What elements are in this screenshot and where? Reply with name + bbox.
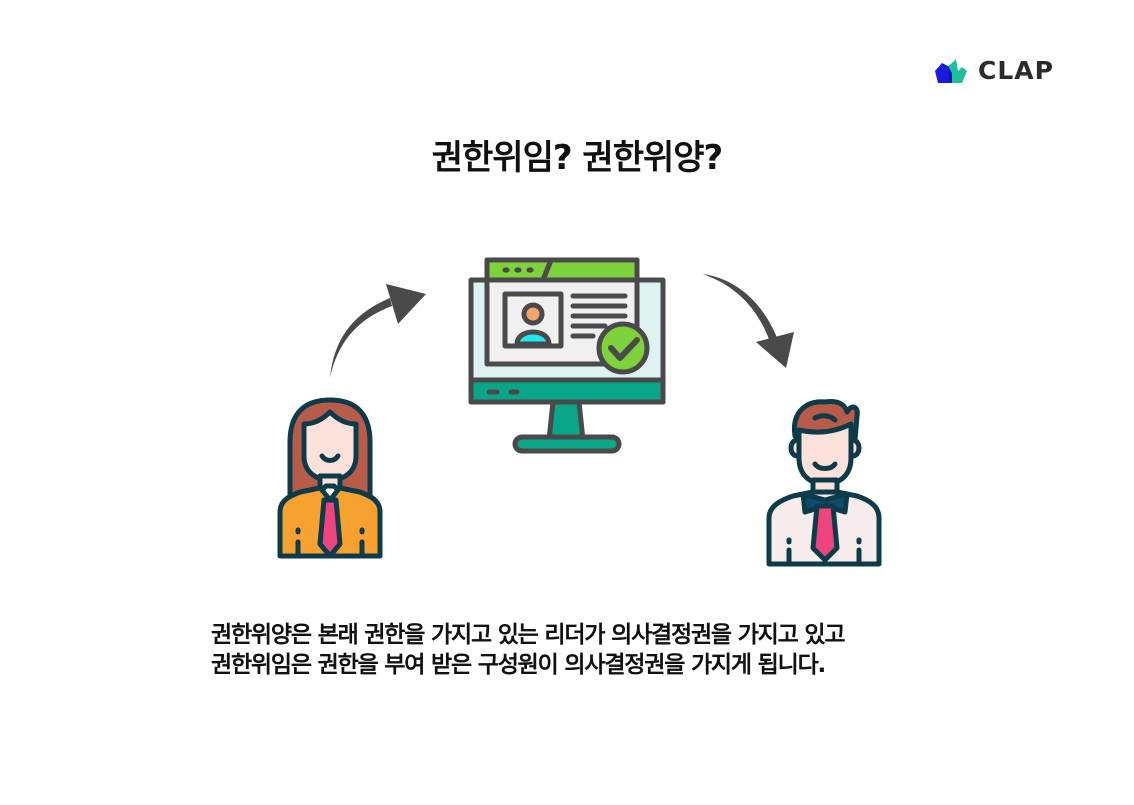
clap-logo-icon	[935, 58, 967, 83]
curved-arrow-down-right-icon	[702, 274, 794, 368]
page-title: 권한위임? 권한위양?	[431, 138, 724, 178]
monitor-approved-profile-icon	[468, 257, 666, 454]
caption-line-1: 권한위양은 본래 권한을 가지고 있는 리더가 의사결정권을 가지고 있고	[211, 622, 846, 648]
brand-name: CLAP	[978, 56, 1054, 85]
curved-arrow-up-right-icon	[330, 284, 426, 378]
description-caption: 권한위양은 본래 권한을 가지고 있는 리더가 의사결정권을 가지고 있고 권한…	[211, 620, 846, 680]
man-employee-icon	[766, 399, 882, 567]
woman-manager-icon	[277, 397, 383, 559]
clap-logo: CLAP	[934, 56, 1054, 85]
caption-line-2: 권한위임은 권한을 부여 받은 구성원이 의사결정권을 가지게 됩니다.	[211, 652, 826, 678]
